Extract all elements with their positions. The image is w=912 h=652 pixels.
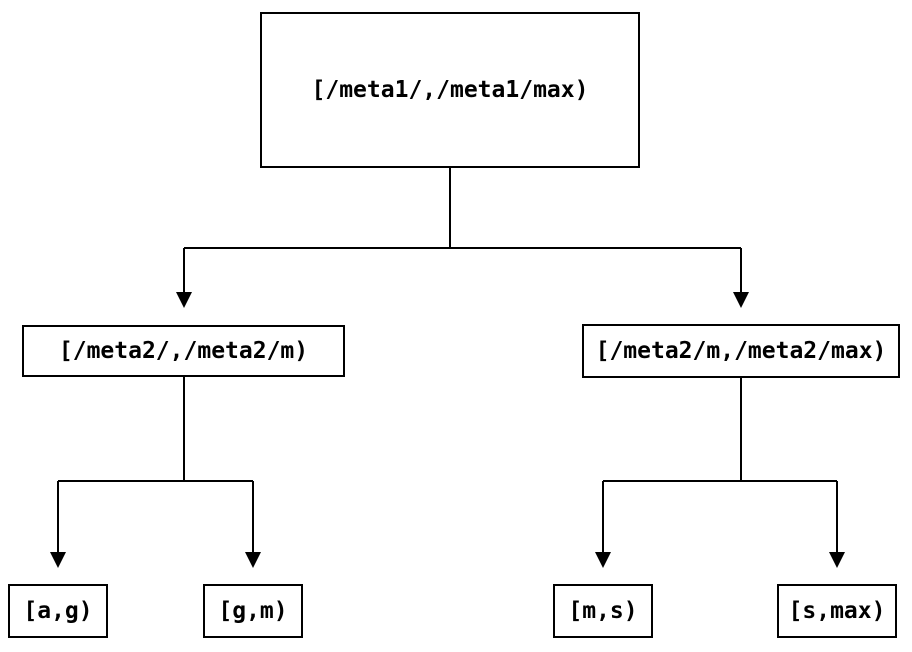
arrowhead-down-icon bbox=[176, 292, 192, 308]
edge-root-children bbox=[176, 168, 749, 308]
arrowhead-down-icon bbox=[733, 292, 749, 308]
arrowhead-down-icon bbox=[829, 552, 845, 568]
arrowhead-down-icon bbox=[50, 552, 66, 568]
node-leaf-ag-label: [a,g) bbox=[23, 598, 93, 624]
edge-meta2-high-children bbox=[595, 378, 845, 568]
node-root: [/meta1/,/meta1/max) bbox=[260, 12, 640, 168]
node-leaf-gm-label: [g,m) bbox=[218, 598, 288, 624]
node-leaf-ms: [m,s) bbox=[553, 584, 653, 638]
node-meta2-low: [/meta2/,/meta2/m) bbox=[22, 325, 345, 377]
arrowhead-down-icon bbox=[595, 552, 611, 568]
node-leaf-ms-label: [m,s) bbox=[568, 598, 638, 624]
node-meta2-high: [/meta2/m,/meta2/max) bbox=[582, 324, 900, 378]
node-leaf-smax: [s,max) bbox=[777, 584, 897, 638]
node-leaf-smax-label: [s,max) bbox=[788, 598, 886, 624]
arrowhead-down-icon bbox=[245, 552, 261, 568]
node-leaf-ag: [a,g) bbox=[8, 584, 108, 638]
edge-meta2-low-children bbox=[50, 377, 261, 568]
node-root-label: [/meta1/,/meta1/max) bbox=[311, 77, 589, 103]
node-meta2-low-label: [/meta2/,/meta2/m) bbox=[58, 338, 309, 364]
node-meta2-high-label: [/meta2/m,/meta2/max) bbox=[595, 338, 887, 364]
node-leaf-gm: [g,m) bbox=[203, 584, 303, 638]
